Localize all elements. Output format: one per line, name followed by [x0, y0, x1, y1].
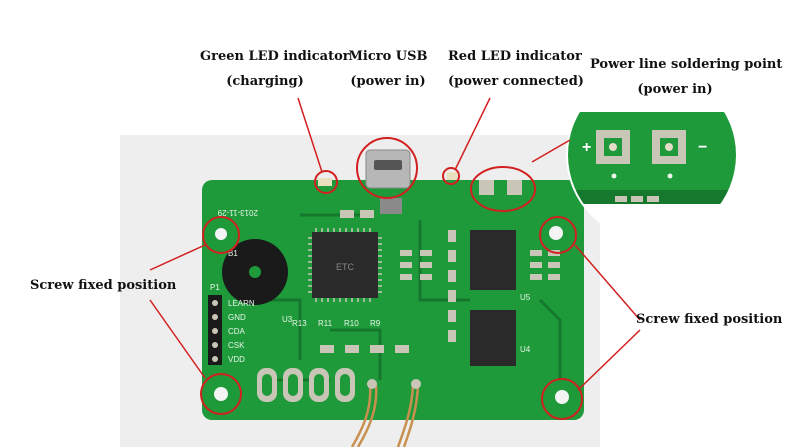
- pin-label: GND: [228, 313, 246, 322]
- green-led: [318, 178, 332, 186]
- screw-left-title: Screw fixed position: [30, 278, 177, 293]
- power-solder-subtitle: (power in): [637, 81, 713, 97]
- chip-u4: [470, 310, 516, 366]
- pin-label: CSK: [228, 341, 245, 350]
- power-pad-minus: [507, 180, 522, 195]
- red-led-title: Red LED indicator: [448, 49, 582, 64]
- callout-circles: [200, 137, 583, 420]
- green-led-callout: Green LED indicator (charging): [200, 45, 350, 94]
- power-solder-callout: Power line soldering point (power in): [590, 53, 783, 102]
- power-pad-plus: [479, 180, 494, 195]
- red-led: [447, 172, 457, 180]
- chip-u5: [470, 230, 516, 290]
- pin-label: CDA: [228, 327, 246, 336]
- micro-usb-subtitle: (power in): [350, 73, 426, 89]
- pin-label: LEARN: [228, 299, 255, 308]
- p1-silkscreen: P1: [210, 283, 220, 292]
- mounting-holes: [214, 226, 569, 404]
- resistor-label: R13: [292, 319, 307, 328]
- screw-right-title: Screw fixed position: [636, 312, 783, 327]
- date-silkscreen: 2013-11-29: [217, 208, 258, 217]
- inset-plus-label: +: [582, 139, 591, 156]
- red-led-callout: Red LED indicator (power connected): [448, 45, 584, 94]
- pin-label: VDD: [228, 355, 245, 364]
- u4-silkscreen: U4: [520, 345, 531, 354]
- screw-right-callout: Screw fixed position: [636, 308, 783, 333]
- green-led-title: Green LED indicator: [200, 49, 350, 64]
- screw-left-callout: Screw fixed position: [30, 274, 177, 299]
- resistor-label: R9: [370, 319, 381, 328]
- main-chip-u3: [312, 232, 378, 298]
- green-led-subtitle: (charging): [226, 73, 304, 89]
- micro-usb-title: Micro USB: [348, 49, 428, 64]
- chip-label: ETC: [336, 262, 355, 272]
- red-led-subtitle: (power connected): [448, 73, 584, 89]
- chip-pins: [308, 228, 382, 302]
- resistor-label: R10: [344, 319, 359, 328]
- inset-minus-label: −: [698, 139, 707, 156]
- micro-usb-callout: Micro USB (power in): [348, 45, 428, 94]
- leader-lines: [149, 97, 641, 391]
- u5-silkscreen: U5: [520, 293, 531, 302]
- power-solder-title: Power line soldering point: [590, 57, 783, 72]
- smd-components: [320, 198, 560, 353]
- u3-silkscreen: U3: [282, 315, 293, 324]
- b1-silkscreen: B1: [228, 249, 238, 258]
- resistor-label: R11: [318, 319, 333, 328]
- copper-wires: [350, 384, 420, 447]
